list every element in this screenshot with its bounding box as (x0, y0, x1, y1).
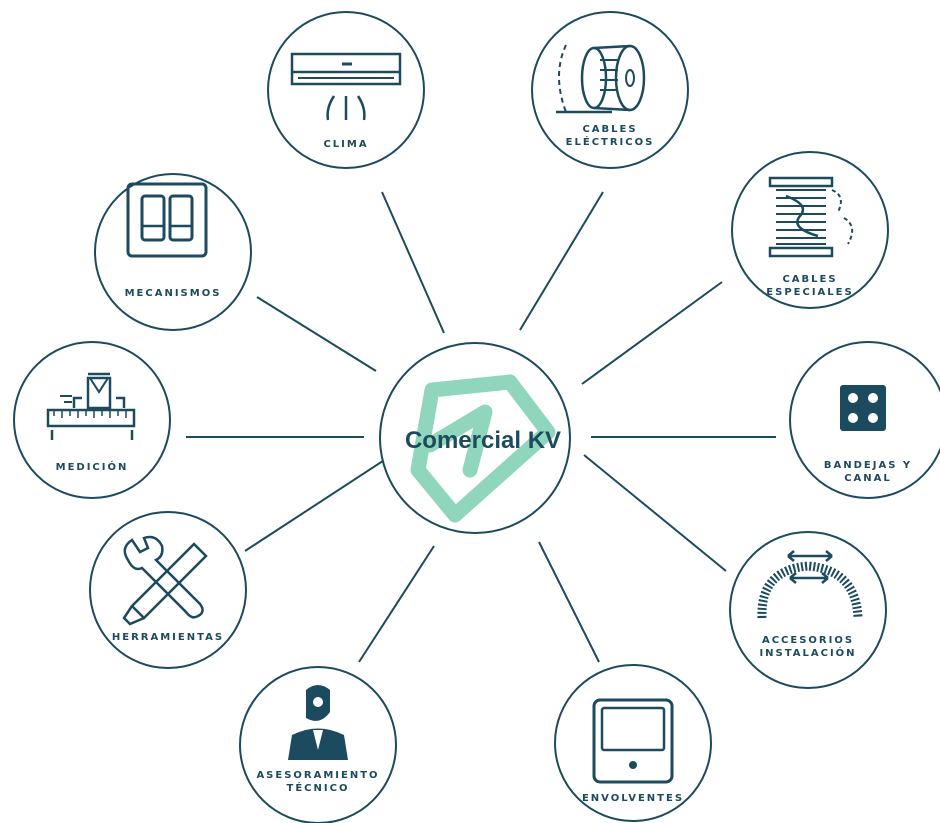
node-circle-clima (267, 11, 425, 169)
connector-asesoramiento-tecnico (358, 545, 435, 663)
node-label-cables-especiales: CABLES (782, 274, 837, 285)
cable-tray-icon (840, 385, 886, 431)
connector-herramientas (244, 458, 387, 552)
node-label-cables-electricos: ELÉCTRICOS (566, 135, 655, 148)
node-cables-especiales: CABLES ESPECIALES (731, 151, 889, 309)
technical-advisor-icon (288, 685, 348, 760)
node-label-mecanismos: MECANISMOS (125, 288, 222, 299)
node-label-accesorios-instalacion: ACCESORIOS (762, 635, 854, 646)
node-herramientas: HERRAMIENTAS (89, 511, 247, 669)
node-mecanismos: MECANISMOS (94, 173, 252, 331)
connector-mecanismos (256, 296, 377, 372)
node-circle-herramientas (89, 511, 247, 669)
node-label-asesoramiento-tecnico: TÉCNICO (287, 781, 350, 794)
node-clima: CLIMA (267, 11, 425, 169)
switch-icon (126, 182, 208, 258)
node-label-cables-electricos: CABLES (582, 124, 637, 135)
connector-cables-especiales (581, 281, 723, 385)
node-label-herramientas: HERRAMIENTAS (112, 632, 224, 643)
enclosure-icon (592, 698, 674, 784)
center-hub: Comercial KV (379, 342, 571, 534)
connector-cables-electricos (519, 191, 604, 331)
logo-mark-icon (410, 374, 556, 523)
connector-clima (381, 191, 445, 334)
node-circle-accesorios-instalacion (729, 531, 887, 689)
node-label-envolventes: ENVOLVENTES (582, 793, 684, 804)
node-label-bandejas-canal: CANAL (844, 473, 892, 484)
wrench-screwdriver-icon (122, 535, 208, 626)
node-bandejas-canal: BANDEJAS Y CANAL (789, 341, 940, 499)
measuring-device-icon (46, 372, 136, 440)
node-label-accesorios-instalacion: INSTALACIÓN (759, 646, 856, 659)
flexible-conduit-icon (757, 550, 863, 619)
node-label-medicion: MEDICIÓN (56, 460, 129, 473)
node-label-asesoramiento-tecnico: ASESORAMIENTO (256, 770, 379, 781)
node-label-clima: CLIMA (323, 139, 368, 150)
connector-accesorios-instalacion (583, 454, 727, 572)
cable-spool-icon (768, 176, 854, 258)
node-label-cables-especiales: ESPECIALES (766, 287, 853, 298)
air-conditioner-icon (290, 52, 402, 121)
center-label: Comercial KV (405, 427, 561, 454)
cable-reel-icon (556, 44, 646, 114)
node-label-bandejas-canal: BANDEJAS Y (824, 460, 912, 471)
node-medicion: MEDICIÓN (13, 341, 171, 499)
connector-lines (186, 191, 776, 663)
node-circle-medicion (13, 341, 171, 499)
node-envolventes: ENVOLVENTES (554, 664, 712, 822)
connector-envolventes (538, 541, 600, 663)
node-circle-mecanismos (94, 173, 252, 331)
